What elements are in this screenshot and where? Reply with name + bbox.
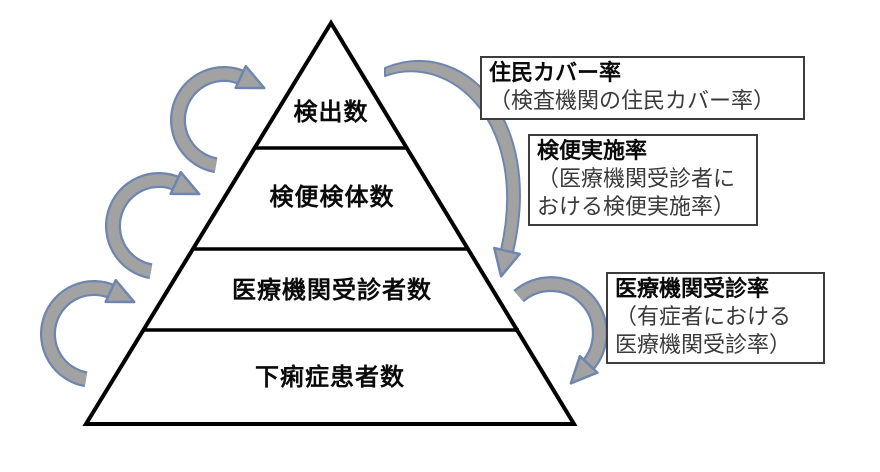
- annotation-line: おける検便実施率）: [537, 194, 736, 219]
- pyramid-level-label-3: 医療機関受診者数: [232, 277, 432, 304]
- annotation-line: （有症者における: [615, 304, 792, 329]
- pyramid-shape: [82, 19, 578, 426]
- pyramid-level-label-4: 下痢症患者数: [255, 364, 405, 391]
- annotation-box-coverage: 住民カバー率 （検査機関の住民カバー率）: [480, 56, 805, 120]
- annotation-line: （医療機関受診者に: [537, 166, 736, 191]
- curved-up-arrow-icon-1: [170, 64, 266, 174]
- curved-down-arrow-icon-short: [513, 276, 608, 385]
- annotation-title: 検便実施率: [537, 138, 648, 163]
- annotation-line: 医療機関受診率）: [615, 332, 792, 357]
- annotation-title: 医療機関受診率: [615, 276, 770, 301]
- annotation-line: （検査機関の住民カバー率）: [489, 88, 776, 113]
- curved-up-arrow-icon-2: [105, 170, 201, 280]
- annotation-box-consultation: 医療機関受診率 （有症者における 医療機関受診率）: [606, 272, 825, 364]
- annotation-title: 住民カバー率: [489, 60, 622, 85]
- annotation-box-stool-test: 検便実施率 （医療機関受診者に おける検便実施率）: [528, 134, 758, 226]
- pyramid-level-label-2: 検便検体数: [269, 184, 395, 211]
- curved-up-arrow-icon-3: [40, 278, 136, 388]
- pyramid-level-label-1: 検出数: [293, 99, 369, 126]
